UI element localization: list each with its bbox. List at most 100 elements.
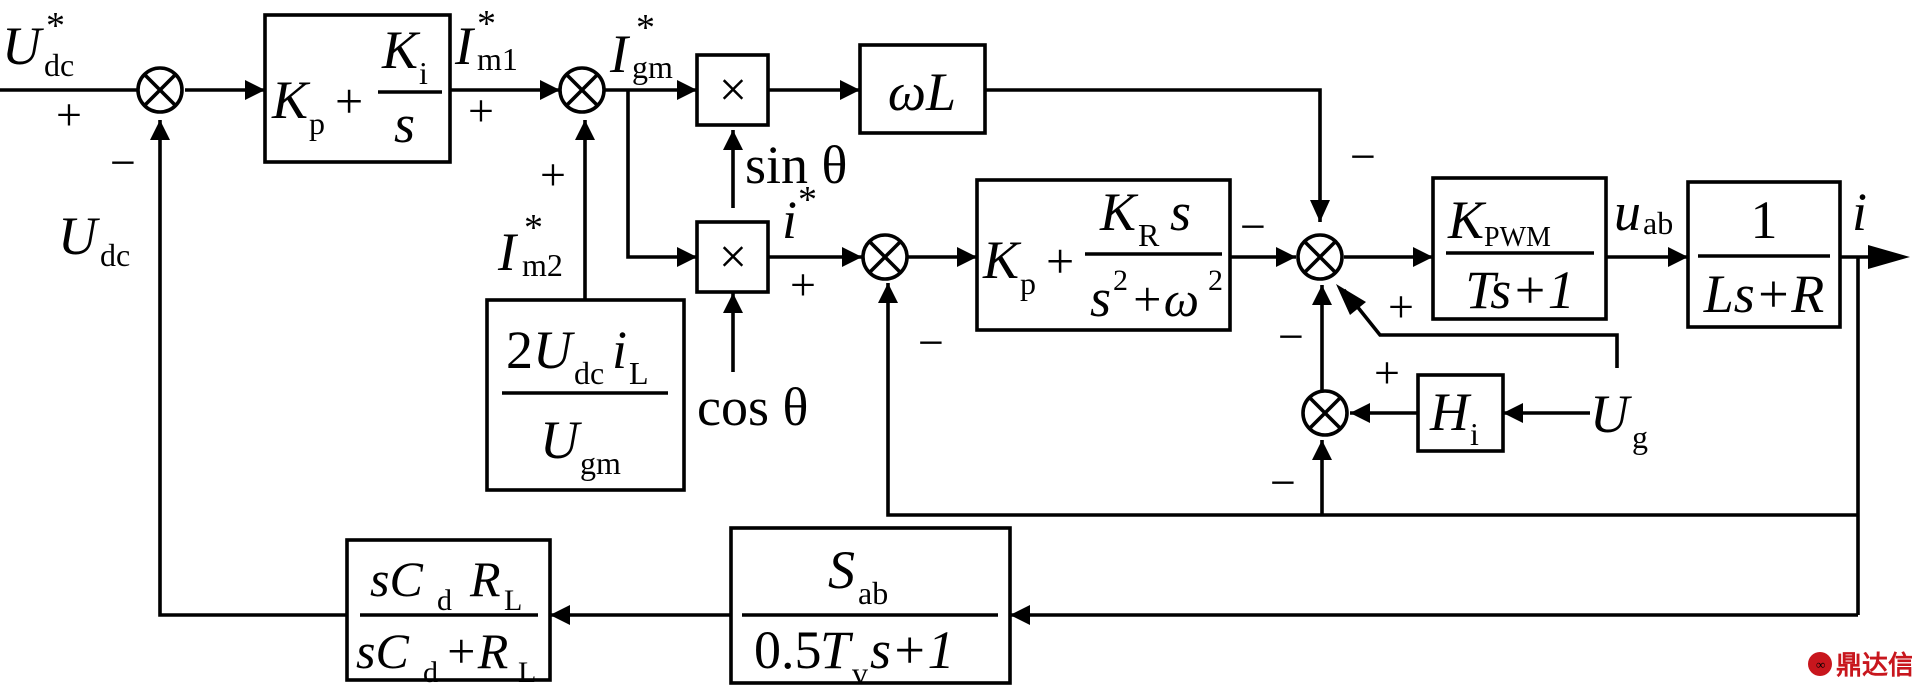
svg-text:R: R <box>1138 217 1160 253</box>
pi-controller-block: K p + K i s <box>263 13 452 164</box>
svg-text:sC: sC <box>356 623 409 679</box>
svg-text:gm: gm <box>580 445 621 481</box>
sign-labels: + − + + + − − − + − + − <box>56 85 1414 508</box>
svg-text:K: K <box>982 230 1022 290</box>
svg-text:*: * <box>798 179 817 221</box>
svg-text:ωL: ωL <box>888 62 956 122</box>
svg-text:−: − <box>918 317 944 368</box>
sum-junction-6 <box>1301 389 1349 437</box>
arrow-wl-in <box>840 80 860 100</box>
svg-text:2: 2 <box>1113 264 1128 297</box>
svg-text:dc: dc <box>44 47 74 83</box>
svg-text:i: i <box>1470 416 1479 452</box>
watermark: ∞ 鼎达信 <box>1808 650 1912 680</box>
svg-text:+: + <box>1046 233 1074 289</box>
svg-text:sC: sC <box>370 551 423 607</box>
svg-text:i: i <box>419 55 428 91</box>
svg-text:PWM: PWM <box>1484 222 1551 253</box>
svg-text:i: i <box>782 190 797 250</box>
arrow-sum4-in <box>1276 247 1296 267</box>
svg-text:+: + <box>468 85 494 136</box>
svg-text:+: + <box>790 259 816 310</box>
svg-text:dc: dc <box>574 355 604 391</box>
sab-block: S ab 0.5 T v s+1 <box>729 526 1012 686</box>
svg-text:+R: +R <box>444 623 508 679</box>
svg-text:*: * <box>477 3 496 45</box>
svg-text:ab: ab <box>858 575 888 611</box>
arrowheads <box>140 80 1910 625</box>
pwm-gain-block: K PWM Ts+1 <box>1431 176 1608 321</box>
svg-text:d: d <box>423 656 438 686</box>
arrow-sum3-bottom <box>878 283 898 303</box>
svg-text:−: − <box>110 137 136 188</box>
multiplier-cos-block: × <box>695 220 770 294</box>
svg-text:∞: ∞ <box>1816 657 1825 672</box>
svg-text:s: s <box>394 94 415 154</box>
svg-text:K: K <box>1447 190 1487 250</box>
label-uab: u ab <box>1614 182 1673 242</box>
svg-text:ab: ab <box>1643 205 1673 241</box>
arrow-sum6-in <box>1350 403 1370 423</box>
arrow-sum1-bottom <box>150 120 170 140</box>
svg-text:K: K <box>271 70 311 130</box>
arrow-mult2-in <box>677 247 697 267</box>
svg-text:g: g <box>1632 419 1648 455</box>
sum-junction-3 <box>861 233 909 281</box>
svg-text:U: U <box>58 206 100 266</box>
svg-text:K: K <box>1099 182 1139 242</box>
svg-text:*: * <box>46 5 65 47</box>
svg-text:×: × <box>719 61 747 117</box>
svg-text:s: s <box>1170 182 1191 242</box>
sum-junction-4 <box>1296 233 1344 281</box>
rc-load-block: sC d R L sC d +R L <box>345 538 552 686</box>
label-igm-ref: I gm * <box>609 7 673 85</box>
svg-text:m1: m1 <box>477 41 518 77</box>
arrow-sum2-bottom <box>575 120 595 140</box>
label-udc-ref: U dc * <box>2 5 74 83</box>
label-im2-ref: I m2 * <box>497 207 563 283</box>
svg-text:2: 2 <box>1208 264 1223 297</box>
svg-text:*: * <box>524 207 543 249</box>
arrow-hi-in <box>1503 403 1523 423</box>
svg-text:L: L <box>629 355 649 391</box>
label-ug: U g <box>1590 384 1648 455</box>
arrow-mult1-in <box>677 80 697 100</box>
arrow-sum3-in <box>842 247 862 267</box>
svg-text:s: s <box>1090 268 1111 328</box>
arrow-i-out <box>1868 245 1910 269</box>
svg-text:s+1: s+1 <box>870 620 954 680</box>
svg-text:i: i <box>612 320 627 380</box>
svg-text:I: I <box>497 222 519 282</box>
svg-text:鼎达信: 鼎达信 <box>1836 650 1912 680</box>
svg-text:U: U <box>2 16 44 76</box>
svg-text:×: × <box>719 228 747 284</box>
label-udc-feedback: U dc <box>58 206 130 273</box>
arrow-sin-in <box>723 130 743 150</box>
label-im1-ref: I m1 * <box>454 3 518 77</box>
svg-text:0.5: 0.5 <box>754 620 822 680</box>
svg-text:−: − <box>1240 201 1266 252</box>
svg-text:+: + <box>1388 281 1414 332</box>
svg-text:I: I <box>454 16 476 76</box>
svg-text:T: T <box>820 620 854 680</box>
arrow-pr-in <box>957 247 977 267</box>
svg-text:p: p <box>309 105 325 141</box>
svg-text:Ls+R: Ls+R <box>1703 264 1824 324</box>
hi-gain-block: H i <box>1416 373 1505 453</box>
plant-block: 1 Ls+R <box>1686 180 1842 329</box>
cos-theta-label: cos θ <box>697 377 808 437</box>
arrow-plant-in <box>1668 247 1688 267</box>
svg-text:gm: gm <box>632 49 673 85</box>
svg-text:u: u <box>1614 182 1641 242</box>
arrow-cos-in <box>723 293 743 313</box>
svg-text:−: − <box>1270 457 1296 508</box>
arrow-sum4-top <box>1310 200 1330 222</box>
svg-text:U: U <box>533 320 575 380</box>
svg-text:*: * <box>636 7 655 49</box>
svg-text:L: L <box>504 584 522 617</box>
svg-text:U: U <box>540 410 582 470</box>
svg-text:+ω: +ω <box>1130 271 1199 327</box>
svg-text:−: − <box>1278 311 1304 362</box>
sin-theta-label: sin θ <box>745 135 847 195</box>
